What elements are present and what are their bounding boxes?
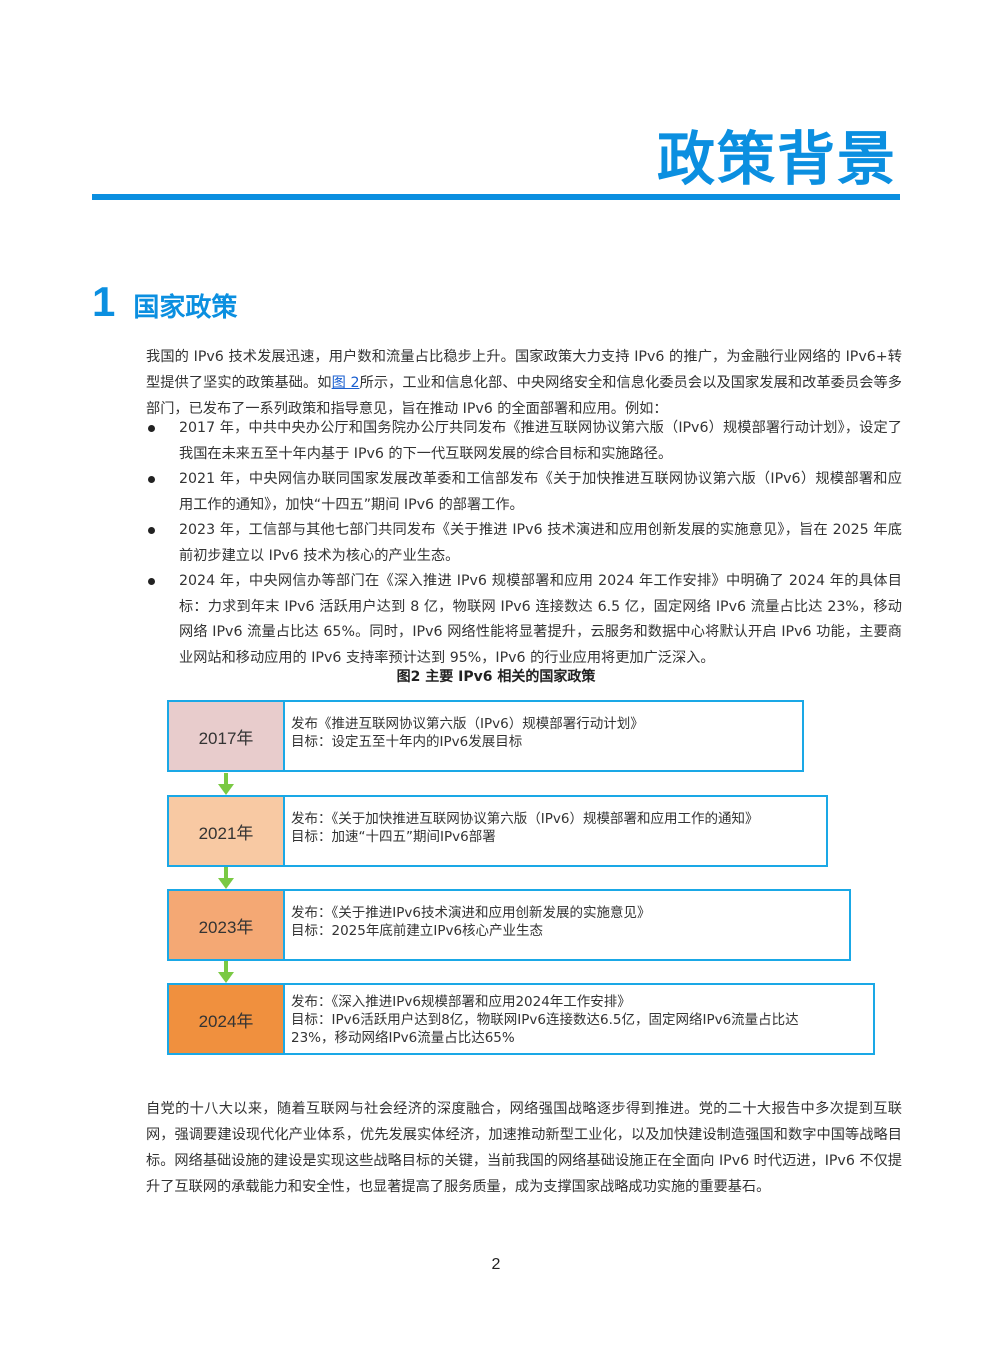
timeline-description: 发布《推进互联网协议第六版（IPv6）规模部署行动计划》 目标：设定五至十年内的…: [283, 700, 804, 772]
timeline-row-2017: 2017年 发布《推进互联网协议第六版（IPv6）规模部署行动计划》 目标：设定…: [167, 700, 804, 772]
intro-text-before: 我国的 IPv6 技术发展迅速，用户数和流量占比稳步上升。国家政策大力支持 IP…: [146, 349, 902, 391]
timeline-year: 2023年: [167, 889, 283, 961]
timeline-publish-line: 发布：《关于推进IPv6技术演进和应用创新发展的实施意见》: [291, 905, 651, 921]
timeline-goal-line: 目标：IPv6活跃用户达到8亿，物联网IPv6连接数达6.5亿，固定网络IPv6…: [291, 1012, 799, 1028]
intro-text-after: 所示，工业和信息化部、中央网络安全和信息化委员会以及国家发展和改革委员会等多部门…: [146, 375, 902, 417]
section-heading: 1 国家政策: [92, 278, 237, 328]
timeline-year: 2024年: [167, 983, 283, 1055]
timeline-year: 2021年: [167, 795, 283, 867]
arrow-down-icon: [218, 961, 234, 983]
timeline-description: 发布：《关于推进IPv6技术演进和应用创新发展的实施意见》 目标：2025年底前…: [283, 889, 851, 961]
timeline-row-2023: 2023年 发布：《关于推进IPv6技术演进和应用创新发展的实施意见》 目标：2…: [167, 889, 851, 961]
timeline-row-2024: 2024年 发布：《深入推进IPv6规模部署和应用2024年工作安排》 目标：I…: [167, 983, 875, 1055]
section-title: 国家政策: [133, 293, 238, 323]
list-item: 2017 年，中共中央办公厅和国务院办公厅共同发布《推进互联网协议第六版（IPv…: [146, 416, 902, 467]
policy-bullet-list: 2017 年，中共中央办公厅和国务院办公厅共同发布《推进互联网协议第六版（IPv…: [146, 416, 902, 671]
outro-paragraph: 自党的十八大以来，随着互联网与社会经济的深度融合，网络强国战略逐步得到推进。党的…: [146, 1101, 902, 1195]
timeline-description: 发布：《关于加快推进互联网协议第六版（IPv6）规模部署和应用工作的通知》 目标…: [283, 795, 828, 867]
list-item: 2024 年，中央网信办等部门在《深入推进 IPv6 规模部署和应用 2024 …: [146, 569, 902, 671]
timeline-publish-line: 发布《推进互联网协议第六版（IPv6）规模部署行动计划》: [291, 716, 644, 732]
timeline-goal-line: 目标：加速“十四五”期间IPv6部署: [291, 829, 496, 845]
title-rule: [92, 194, 900, 200]
arrow-down-icon: [218, 773, 234, 795]
figure-caption: 图2 主要 IPv6 相关的国家政策: [396, 669, 596, 685]
intro-paragraph: 我国的 IPv6 技术发展迅速，用户数和流量占比稳步上升。国家政策大力支持 IP…: [146, 344, 902, 422]
list-item: 2021 年，中央网信办联同国家发展改革委和工信部发布《关于加快推进互联网协议第…: [146, 467, 902, 518]
list-item: 2023 年，工信部与其他七部门共同发布《关于推进 IPv6 技术演进和应用创新…: [146, 518, 902, 569]
timeline-publish-line: 发布：《深入推进IPv6规模部署和应用2024年工作安排》: [291, 994, 631, 1010]
section-number: 1: [92, 278, 116, 325]
arrow-down-icon: [218, 867, 234, 889]
timeline-row-2021: 2021年 发布：《关于加快推进互联网协议第六版（IPv6）规模部署和应用工作的…: [167, 795, 828, 867]
timeline-description: 发布：《深入推进IPv6规模部署和应用2024年工作安排》 目标：IPv6活跃用…: [283, 983, 875, 1055]
page-number: 2: [491, 1256, 501, 1273]
figure-2-link[interactable]: 图 2: [331, 375, 360, 391]
page-title: 政策背景: [656, 125, 897, 193]
timeline-goal-line: 目标：设定五至十年内的IPv6发展目标: [291, 734, 523, 750]
timeline-goal-line: 目标：2025年底前建立IPv6核心产业生态: [291, 923, 544, 939]
timeline-year: 2017年: [167, 700, 283, 772]
timeline-goal-line-continued: 23%，移动网络IPv6流量占比达65%: [291, 1030, 515, 1046]
timeline-publish-line: 发布：《关于加快推进互联网协议第六版（IPv6）规模部署和应用工作的通知》: [291, 811, 759, 827]
